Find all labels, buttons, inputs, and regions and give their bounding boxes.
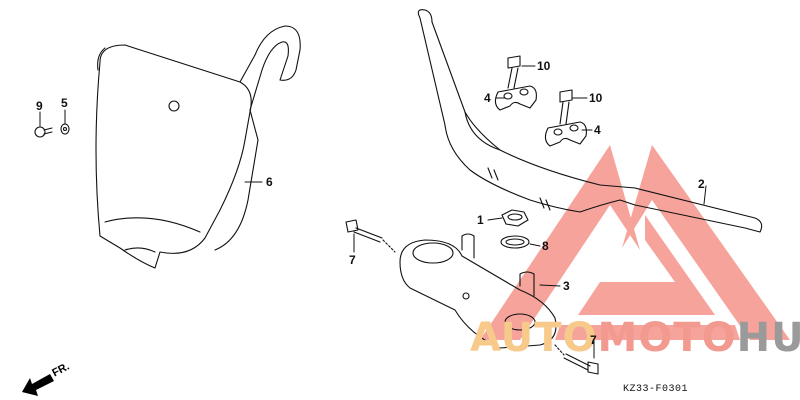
callout-4b: 4 bbox=[594, 123, 601, 137]
bolt-10b-icon bbox=[559, 89, 573, 125]
callout-2: 2 bbox=[698, 177, 705, 191]
callout-8: 8 bbox=[542, 239, 549, 253]
washer-8-icon bbox=[500, 235, 530, 249]
leader-lines bbox=[39, 65, 707, 359]
handlebar-icon bbox=[417, 9, 763, 233]
callout-7a: 7 bbox=[349, 253, 356, 267]
callout-10b: 10 bbox=[589, 91, 603, 105]
front-direction-arrow-icon bbox=[22, 374, 54, 396]
washer-5-icon bbox=[60, 123, 70, 135]
callout-10a: 10 bbox=[537, 59, 551, 73]
callout-4a: 4 bbox=[484, 91, 491, 105]
bolt-10a-icon bbox=[507, 55, 521, 89]
bolt-7b-icon bbox=[554, 344, 599, 375]
callout-5: 5 bbox=[61, 96, 68, 110]
watermark-logo-icon bbox=[480, 145, 790, 340]
bolt-7a-icon bbox=[345, 219, 396, 253]
number-plate-icon bbox=[95, 25, 301, 269]
drawing-code: KZ33-F0301 bbox=[623, 384, 689, 395]
holder-4a-icon bbox=[494, 85, 537, 111]
watermark-hub: HUB bbox=[736, 315, 800, 361]
callout-3: 3 bbox=[563, 279, 570, 293]
watermark-moto: MOTO bbox=[597, 315, 737, 361]
holder-4b-icon bbox=[544, 121, 587, 147]
callout-7b: 7 bbox=[590, 333, 597, 347]
callout-6: 6 bbox=[266, 175, 273, 189]
watermark-auto: AUTO bbox=[470, 315, 598, 361]
watermark-text: AUTOMOTOHUB bbox=[470, 318, 800, 358]
callout-1: 1 bbox=[477, 213, 484, 227]
bolt-9-icon bbox=[34, 126, 53, 138]
triple-clamp-icon bbox=[399, 233, 557, 349]
callout-9: 9 bbox=[36, 99, 43, 113]
nut-1-icon bbox=[501, 209, 529, 227]
